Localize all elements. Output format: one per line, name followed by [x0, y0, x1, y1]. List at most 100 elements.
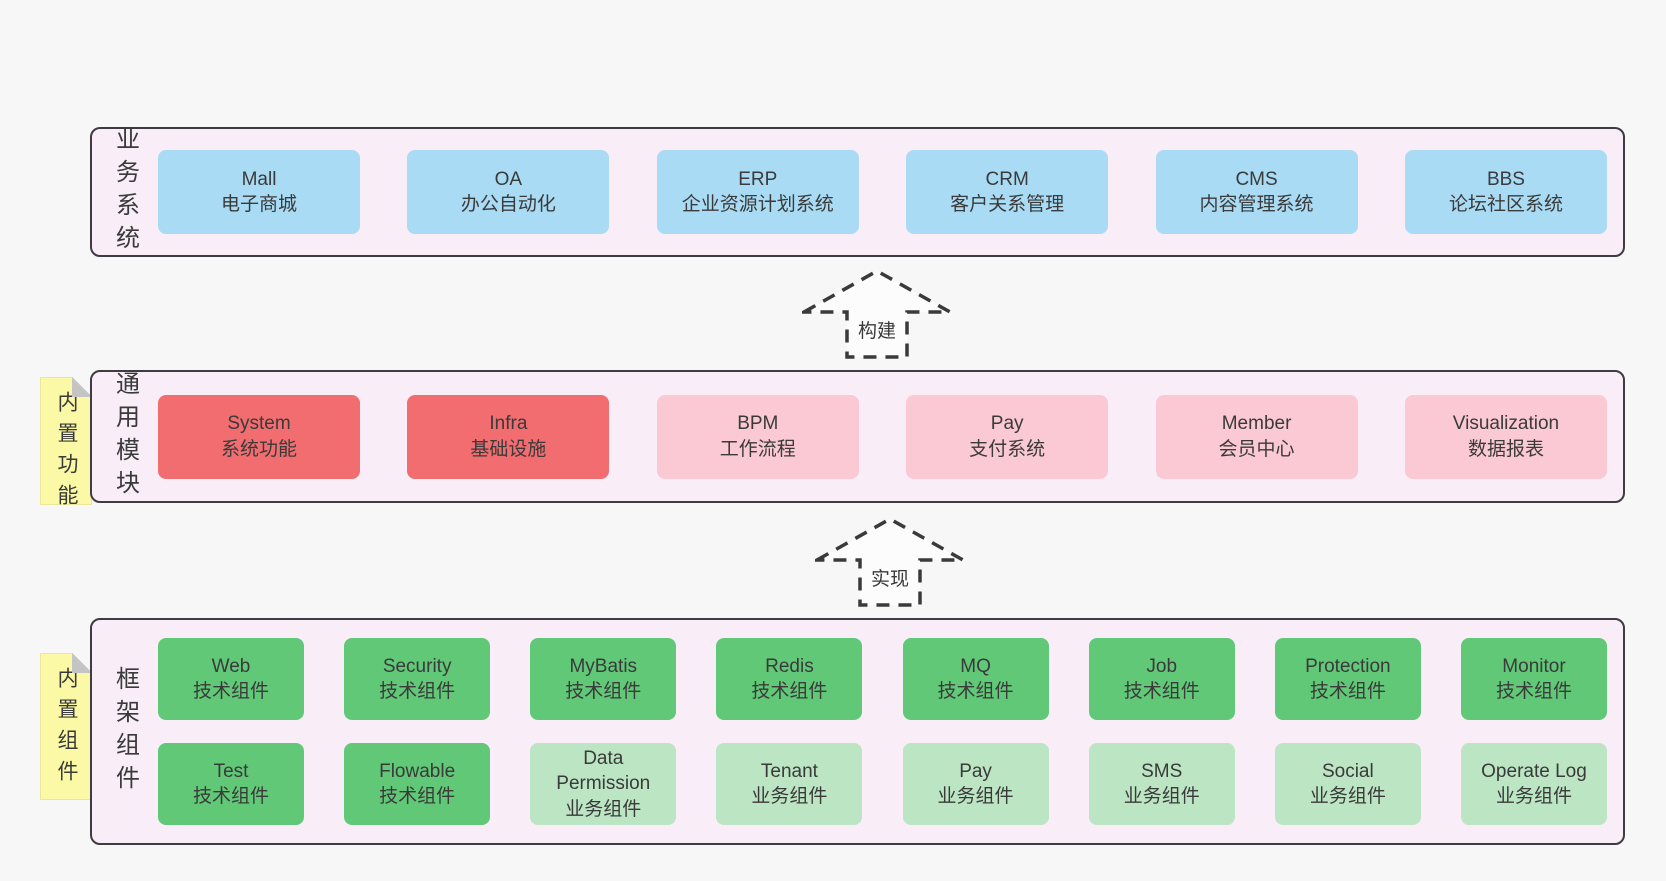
module-box-redis: Redis 技术组件 [716, 638, 863, 720]
module-subtitle: 内容管理系统 [1199, 194, 1314, 215]
module-title: Member [1221, 413, 1292, 435]
folded-corner-icon [72, 653, 92, 673]
module-title: Pay [959, 760, 992, 782]
module-title: Flowable [379, 760, 456, 782]
module-box-mq: MQ 技术组件 [902, 638, 1049, 720]
module-title: MQ [960, 655, 991, 677]
module-title: CRM [985, 168, 1029, 190]
layer-label: 业务系统 [111, 126, 139, 258]
module-subtitle: 业务组件 [1309, 786, 1386, 807]
module-subtitle: 业务组件 [1123, 786, 1200, 807]
arrow-build: 构建 [802, 268, 952, 360]
module-subtitle: 支付系统 [969, 438, 1046, 460]
module-title: CMS [1235, 168, 1278, 190]
module-box-protection: Protection 技术组件 [1274, 638, 1421, 720]
module-box-operate-log: Operate Log 业务组件 [1460, 743, 1607, 825]
module-subtitle: 会员中心 [1218, 438, 1295, 460]
module-box-pay: Pay 支付系统 [906, 394, 1109, 479]
module-box-member: Member 会员中心 [1155, 394, 1358, 479]
module-box-infra: Infra 基础设施 [407, 394, 610, 479]
module-subtitle: 电子商城 [220, 194, 297, 215]
arrow-label: 实现 [865, 562, 915, 593]
module-title: ERP [738, 168, 778, 190]
module-box-system: System 系统功能 [158, 394, 360, 479]
sticky-note-text: 内置功能 [55, 391, 78, 515]
module-subtitle: 办公自动化 [460, 194, 556, 215]
module-title: Infra [489, 413, 528, 435]
module-subtitle: 基础设施 [470, 438, 547, 460]
module-subtitle: 企业资源计划系统 [681, 194, 834, 215]
module-subtitle: 技术组件 [937, 681, 1014, 702]
module-subtitle: 论坛社区系统 [1448, 194, 1563, 215]
module-box-oa: OA 办公自动化 [407, 150, 610, 234]
module-title: Job [1146, 655, 1178, 677]
layer-label: 框架组件 [111, 665, 139, 798]
module-box-monitor: Monitor 技术组件 [1460, 638, 1607, 720]
module-subtitle: 工作流程 [719, 438, 796, 460]
module-subtitle: 客户关系管理 [950, 194, 1065, 215]
layer-common-modules: 通用模块 System 系统功能 Infra 基础设施 BPM 工作流程 Pay 支付系统 Me… [90, 370, 1625, 503]
module-box-social: Social 业务组件 [1274, 743, 1421, 825]
module-title: Web [211, 655, 251, 677]
arrow-label: 构建 [852, 314, 902, 345]
module-subtitle: 系统功能 [220, 438, 297, 460]
module-title: Redis [765, 655, 814, 677]
layer-label: 通用模块 [111, 370, 139, 503]
module-subtitle: 技术组件 [751, 681, 828, 702]
module-title: Operate Log [1481, 760, 1587, 782]
sticky-note-text: 内置组件 [55, 667, 78, 791]
module-box-job: Job 技术组件 [1088, 638, 1235, 720]
module-title: BPM [737, 413, 779, 435]
module-box-bpm: BPM 工作流程 [656, 394, 859, 479]
module-title: Monitor [1502, 655, 1566, 677]
module-subtitle: 技术组件 [1123, 681, 1200, 702]
module-title: Protection [1305, 655, 1391, 677]
module-title: Social [1321, 760, 1374, 782]
arrow-implement: 实现 [815, 516, 965, 608]
module-box-cms: CMS 内容管理系统 [1155, 150, 1358, 234]
module-title: Security [382, 655, 452, 677]
module-title: OA [494, 168, 523, 190]
module-box-web: Web 技术组件 [158, 638, 304, 720]
module-title: Visualization [1452, 413, 1560, 435]
module-subtitle: 业务组件 [1495, 786, 1572, 807]
module-subtitle: 业务组件 [937, 786, 1014, 807]
module-title: Pay [990, 413, 1024, 435]
module-box-visualization: Visualization 数据报表 [1404, 394, 1607, 479]
module-box-pay: Pay 业务组件 [902, 743, 1049, 825]
module-subtitle: 数据报表 [1467, 438, 1544, 460]
common-modules-row: System 系统功能 Infra 基础设施 BPM 工作流程 Pay 支付系统 Member 会… [152, 372, 1623, 501]
module-subtitle: 技术组件 [1309, 681, 1386, 702]
module-box-mybatis: MyBatis 技术组件 [530, 638, 677, 720]
module-box-sms: SMS 业务组件 [1088, 743, 1235, 825]
sticky-note-built-in-components: 内置组件 [40, 653, 92, 800]
module-title: BBS [1486, 168, 1525, 190]
module-subtitle: 技术组件 [565, 681, 642, 702]
module-subtitle: 业务组件 [751, 786, 828, 807]
module-box-crm: CRM 客户关系管理 [906, 150, 1109, 234]
module-subtitle: 技术组件 [192, 681, 269, 702]
module-box-bbs: BBS 论坛社区系统 [1404, 150, 1607, 234]
module-subtitle: 技术组件 [1495, 681, 1572, 702]
module-title: Data Permission [556, 748, 651, 795]
module-box-tenant: Tenant 业务组件 [716, 743, 863, 825]
folded-corner-icon [72, 377, 92, 397]
module-title: MyBatis [569, 655, 638, 677]
module-title: SMS [1141, 760, 1183, 782]
module-title: Tenant [760, 760, 818, 782]
module-subtitle: 业务组件 [565, 798, 642, 820]
module-box-data-permission: Data Permission 业务组件 [530, 743, 677, 825]
module-title: System [227, 413, 291, 435]
module-subtitle: 技术组件 [192, 786, 269, 807]
